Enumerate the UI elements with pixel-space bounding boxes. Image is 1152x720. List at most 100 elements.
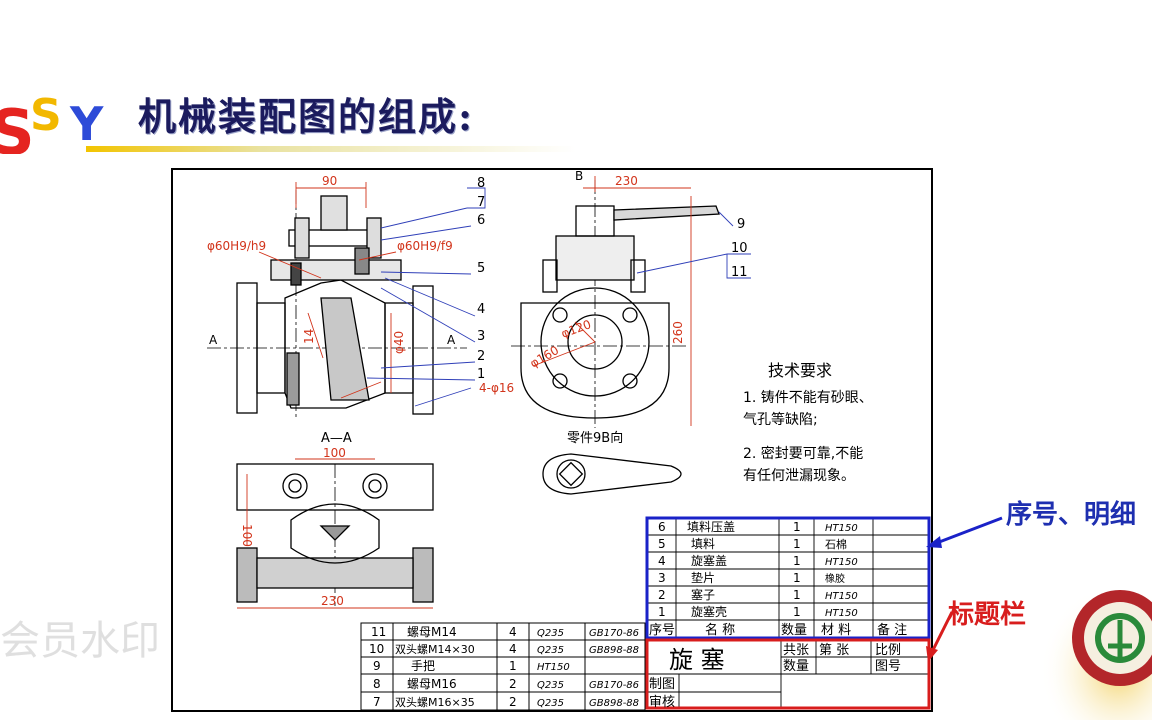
school-seal-logo bbox=[1040, 590, 1152, 720]
section-mark-a-left: A bbox=[209, 333, 218, 347]
row-qty-2: 1 bbox=[793, 588, 801, 602]
ssy-logo: S S Y bbox=[0, 90, 104, 154]
row-material-1: HT150 bbox=[825, 608, 858, 619]
row-material-3: 橡胶 bbox=[825, 572, 845, 585]
dim-100-vertical: 100 bbox=[240, 524, 254, 547]
part-no-10: 10 bbox=[369, 642, 384, 656]
plug-section bbox=[320, 297, 370, 401]
assembly-drawing: 90 φ60H9/h9 φ60H9/f9 φ40 14 4-φ16 A A 8 … bbox=[171, 168, 933, 712]
row-name-5: 填料 bbox=[691, 537, 715, 551]
parts-list-right-grid bbox=[647, 518, 929, 638]
tech-req-line3: 2. 密封要可靠,不能 bbox=[743, 445, 863, 462]
title-block-checked-by: 审核 bbox=[649, 695, 675, 710]
slide-title: 机械装配图的组成: bbox=[138, 94, 475, 139]
section-aa-dims bbox=[237, 458, 433, 609]
part-no-11: 11 bbox=[371, 625, 386, 639]
title-block-drawing-no: 图号 bbox=[875, 659, 901, 674]
part-no-8: 8 bbox=[373, 677, 381, 691]
row-name-4: 旋塞盖 bbox=[691, 553, 727, 568]
row-name-3: 垫片 bbox=[691, 570, 715, 585]
balloon-leaders-front bbox=[366, 187, 486, 407]
dim-100: 100 bbox=[323, 446, 346, 460]
part-qty-10: 4 bbox=[509, 642, 517, 656]
title-block-drawn-by: 制图 bbox=[649, 677, 675, 692]
tech-req-line4: 有任何泄漏现象。 bbox=[743, 468, 855, 484]
row-no-3: 3 bbox=[658, 571, 666, 585]
dim-90: 90 bbox=[322, 174, 337, 188]
title-block-scale: 比例 bbox=[875, 643, 901, 658]
part-name-10: 双头螺M14×30 bbox=[395, 643, 475, 656]
title-block-name: 旋 塞 bbox=[669, 646, 725, 674]
row-no-4: 4 bbox=[658, 554, 666, 568]
balloon-7: 7 bbox=[477, 195, 485, 210]
parts-list-highlight-frame bbox=[645, 516, 931, 640]
row-qty-4: 1 bbox=[793, 554, 801, 568]
callout-arrows bbox=[926, 516, 1003, 662]
fit-label-right: φ60H9/f9 bbox=[397, 239, 453, 253]
section-label-aa: A—A bbox=[321, 431, 352, 446]
balloon-9: 9 bbox=[737, 217, 745, 232]
dim-260: 260 bbox=[671, 321, 685, 344]
part-material-8: Q235 bbox=[537, 680, 564, 691]
header-no: 序号 bbox=[649, 623, 675, 638]
row-name-6: 填料压盖 bbox=[687, 520, 735, 534]
row-material-5: 石棉 bbox=[825, 537, 847, 551]
header-note: 备 注 bbox=[877, 622, 907, 638]
tech-req-line2: 气孔等缺陷; bbox=[743, 411, 818, 428]
part-std-7: GB898-88 bbox=[589, 698, 639, 709]
dim-4-phi16: 4-φ16 bbox=[479, 381, 514, 395]
row-qty-6: 1 bbox=[793, 520, 801, 534]
side-view-dims bbox=[532, 176, 692, 426]
row-no-6: 6 bbox=[658, 520, 666, 534]
part-name-7: 双头螺M16×35 bbox=[395, 696, 475, 709]
part-material-10: Q235 bbox=[537, 645, 564, 656]
section-mark-a-right: A bbox=[447, 333, 456, 347]
drawing-frame bbox=[171, 168, 933, 712]
logo-letter-y: Y bbox=[69, 97, 104, 151]
part-qty-11: 4 bbox=[509, 625, 517, 639]
balloon-2: 2 bbox=[477, 349, 485, 364]
balloon-4: 4 bbox=[477, 302, 485, 317]
balloon-5: 5 bbox=[477, 261, 485, 276]
balloon-8: 8 bbox=[477, 176, 485, 191]
part-name-11: 螺母M14 bbox=[407, 625, 457, 639]
title-block-total-sheets: 共张 bbox=[783, 643, 809, 658]
balloon-leaders-side bbox=[636, 211, 751, 279]
part-no-7: 7 bbox=[373, 695, 381, 709]
title-block-highlight-frame bbox=[645, 638, 931, 710]
row-material-6: HT150 bbox=[825, 523, 858, 534]
handle-view bbox=[542, 453, 682, 495]
side-view bbox=[511, 180, 720, 428]
row-no-5: 5 bbox=[658, 537, 666, 551]
part-std-10: GB898-88 bbox=[589, 645, 639, 656]
logo-letter-s2: S bbox=[30, 90, 62, 141]
balloon-6: 6 bbox=[477, 213, 485, 228]
part-name-8: 螺母M16 bbox=[407, 677, 457, 691]
dim-230-bottom: 230 bbox=[321, 594, 344, 608]
fit-label-left: φ60H9/h9 bbox=[207, 239, 266, 253]
balloon-10: 10 bbox=[731, 241, 748, 256]
title-block-qty: 数量 bbox=[783, 659, 809, 674]
logo-letter-s1: S bbox=[0, 96, 35, 154]
view-mark-b: B bbox=[575, 169, 583, 183]
tech-req-line1: 1. 铸件不能有砂眼、 bbox=[743, 390, 873, 406]
header-material: 材 料 bbox=[821, 623, 851, 638]
title-block-grid bbox=[647, 640, 929, 708]
tech-req-heading: 技术要求 bbox=[768, 361, 832, 380]
callout-title-block: 标题栏 bbox=[948, 600, 1027, 630]
part-std-8: GB170-86 bbox=[589, 680, 639, 691]
row-material-2: HT150 bbox=[825, 591, 858, 602]
parts-list-left-rows: 11 螺母M14 4 Q235 GB170-86 10 双头螺M14×30 4 … bbox=[369, 625, 639, 709]
part-qty-7: 2 bbox=[509, 695, 517, 709]
balloon-1: 1 bbox=[477, 367, 485, 382]
row-name-2: 塞子 bbox=[691, 587, 715, 602]
dim-14: 14 bbox=[302, 329, 316, 344]
callout-parts-list: 序号、明细 bbox=[1006, 500, 1137, 530]
title-underline bbox=[86, 146, 786, 152]
dim-phi40: φ40 bbox=[392, 331, 406, 354]
row-no-1: 1 bbox=[658, 605, 666, 619]
row-no-2: 2 bbox=[658, 588, 666, 602]
part9-view-label: 零件9B向 bbox=[567, 430, 623, 446]
part-material-9: HT150 bbox=[537, 662, 570, 673]
front-section-view bbox=[207, 190, 467, 420]
